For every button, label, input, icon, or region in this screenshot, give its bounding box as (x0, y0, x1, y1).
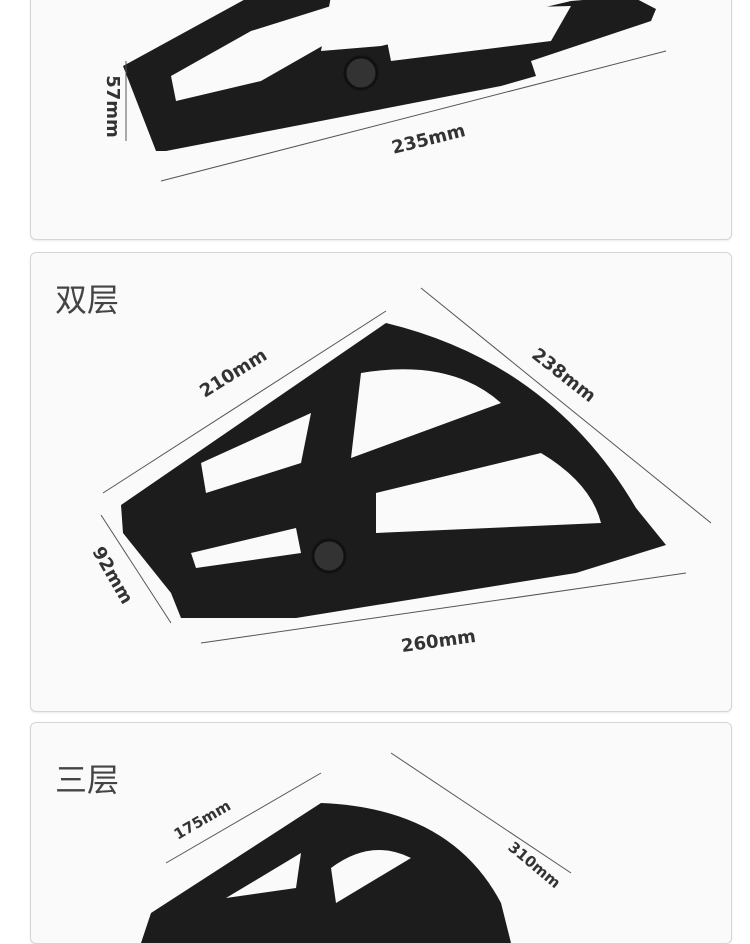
bracket-triple-image (141, 752, 572, 943)
single-layer-card: 57mm 235mm (30, 0, 732, 240)
triple-layer-card: 三层 175mm 310mm (30, 722, 732, 944)
height-dimension: 57mm (101, 75, 123, 138)
bracket-single-image (123, 0, 667, 182)
section-title: 双层 (55, 281, 120, 319)
section-title: 三层 (55, 761, 120, 799)
double-layer-card: 双层 210mm 238mm 92mm 260mm (30, 252, 732, 712)
bracket-double-image (100, 287, 712, 644)
